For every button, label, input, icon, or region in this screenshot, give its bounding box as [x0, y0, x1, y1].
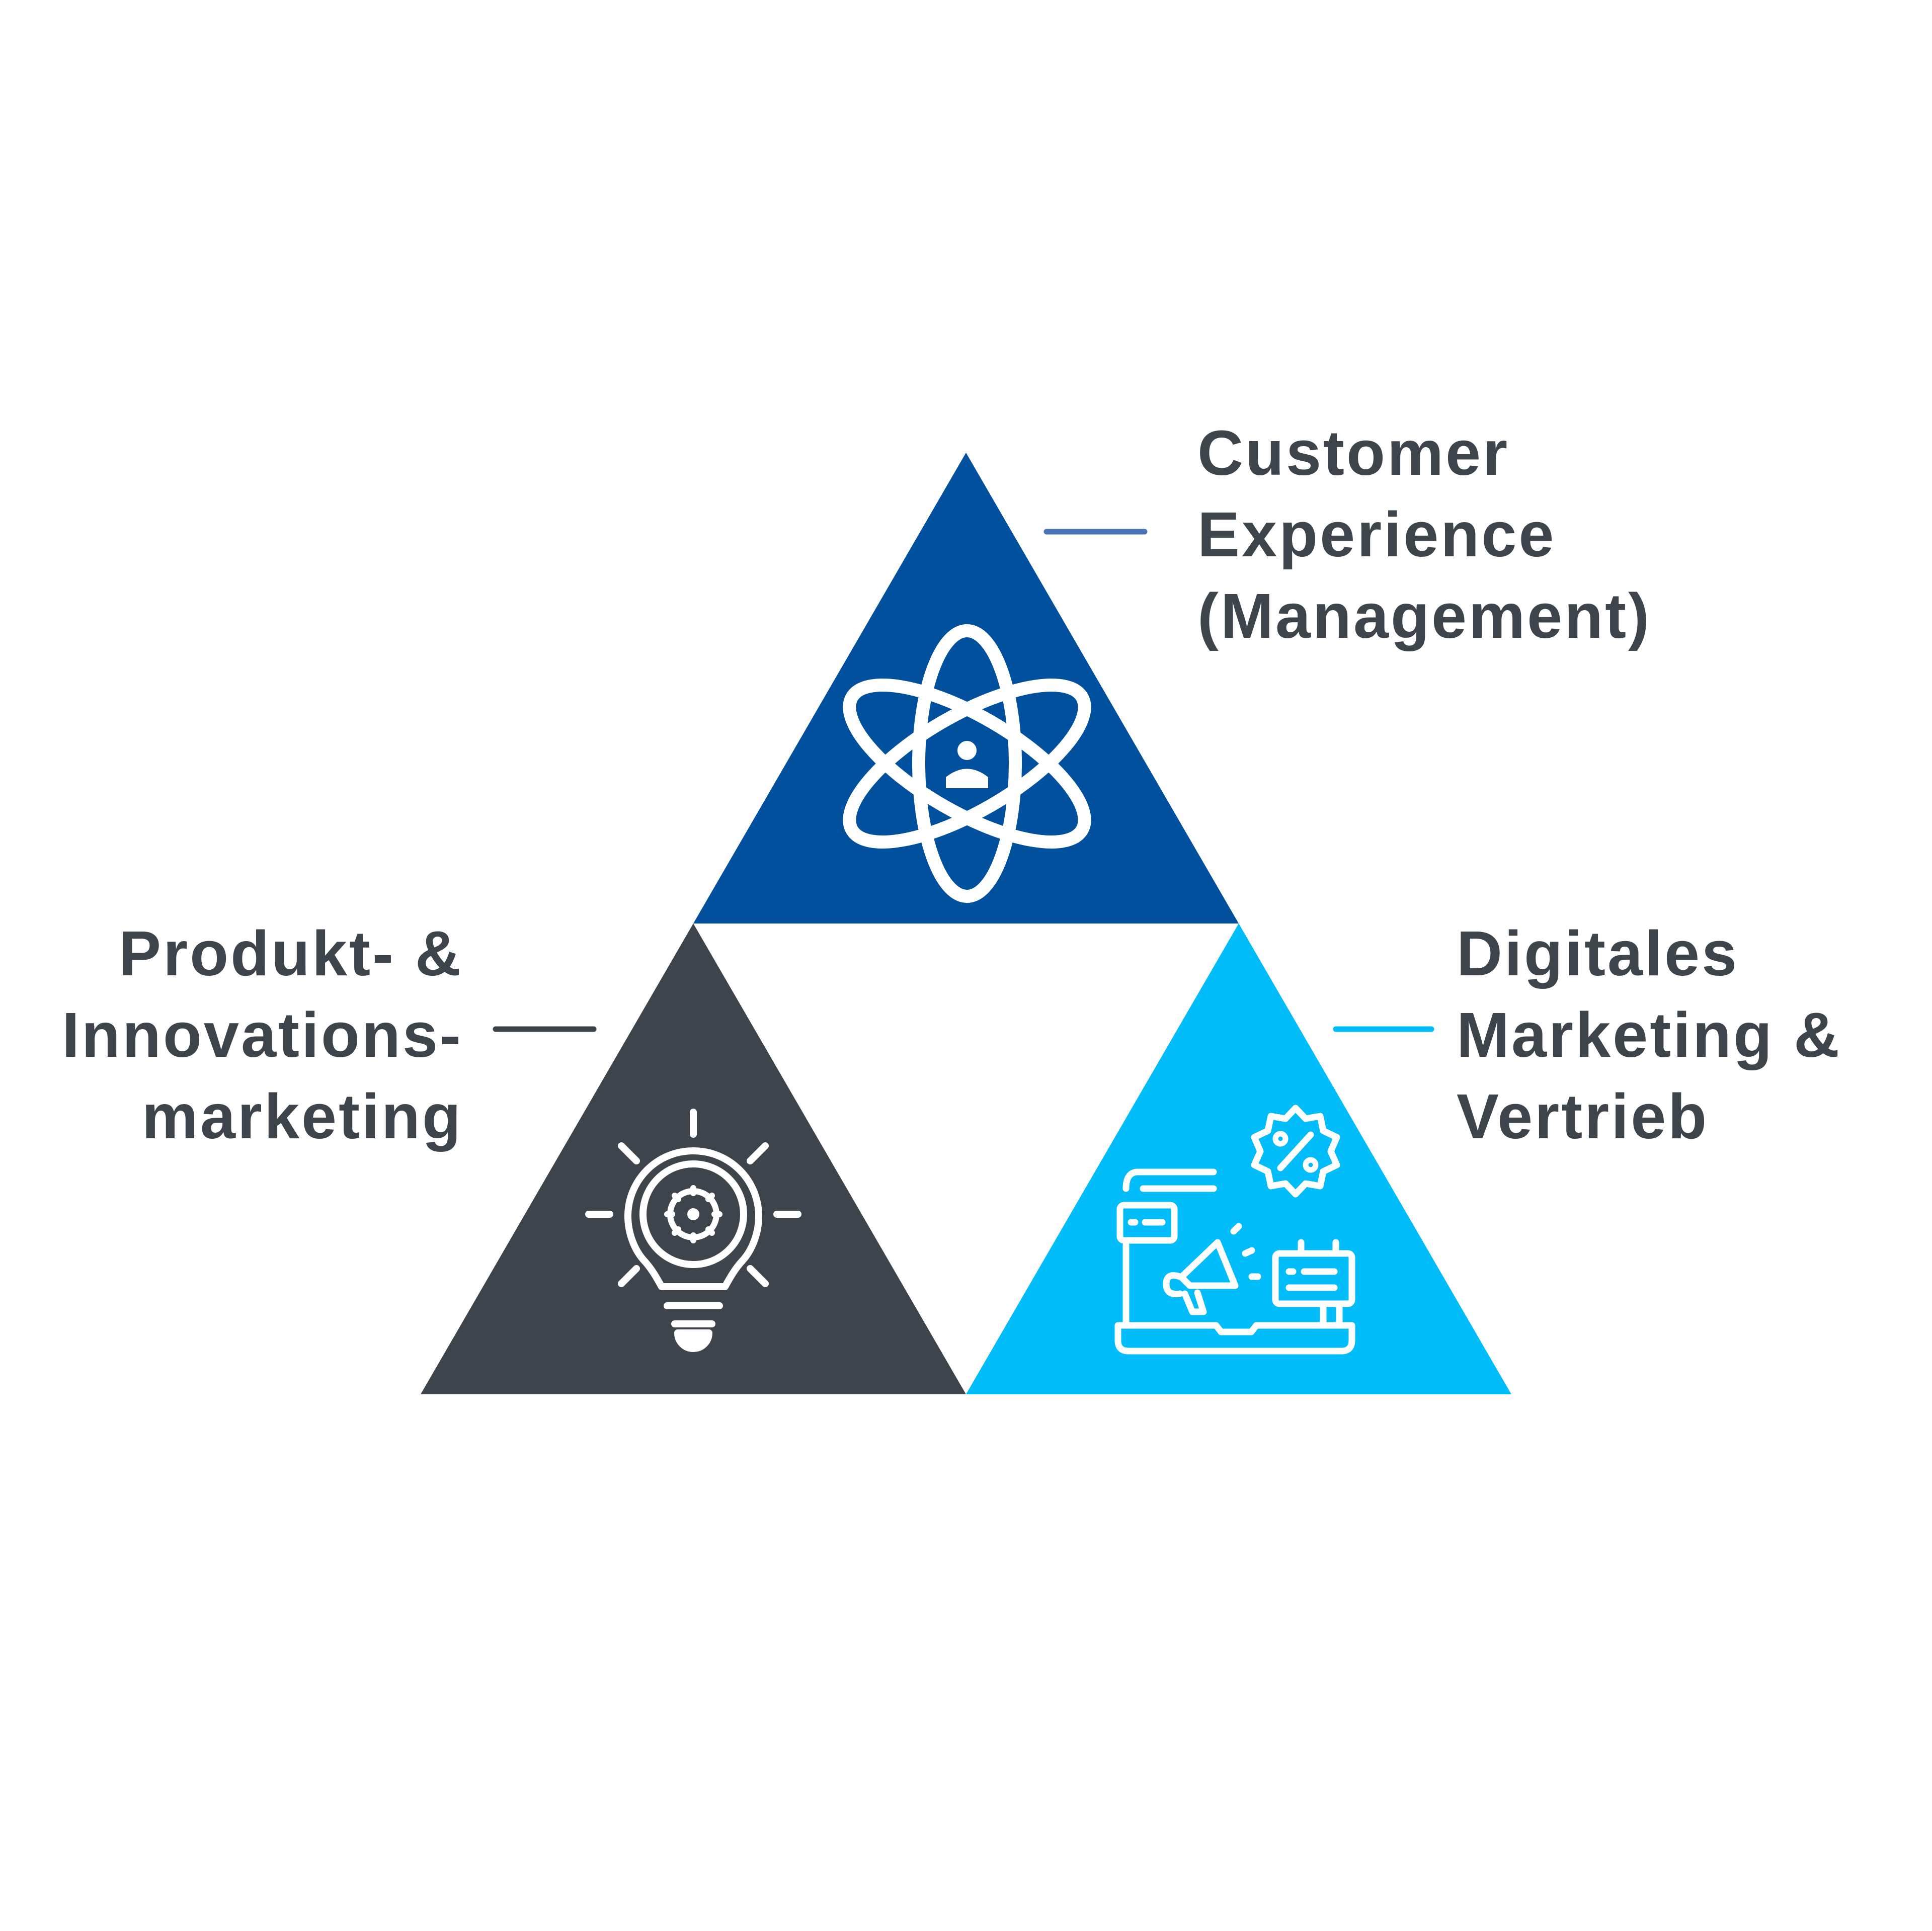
label-line: Marketing & — [1457, 999, 1842, 1070]
label-customer-experience: Customer Experience (Management) — [1197, 412, 1651, 657]
label-line: (Management) — [1197, 580, 1652, 651]
label-digitales-marketing: Digitales Marketing & Vertrieb — [1457, 913, 1841, 1157]
label-line: Innovations- — [62, 999, 463, 1070]
label-produkt-innovation: Produkt- & Innovations- marketing — [62, 913, 463, 1157]
label-line: Vertrieb — [1457, 1081, 1709, 1152]
label-line: marketing — [141, 1081, 463, 1152]
lightbulb-gear-icon — [585, 1109, 801, 1352]
atom-person-icon — [843, 624, 1091, 903]
triangle-customer-experience — [693, 453, 1239, 923]
triangle-digitales-marketing — [966, 923, 1511, 1394]
triangle-produkt-innovation — [421, 923, 966, 1394]
label-line: Customer — [1197, 417, 1510, 488]
laptop-megaphone-discount-icon — [1114, 1105, 1355, 1355]
label-line: Experience — [1197, 499, 1556, 570]
label-line: Produkt- & — [119, 918, 463, 989]
label-line: Digitales — [1457, 918, 1739, 989]
